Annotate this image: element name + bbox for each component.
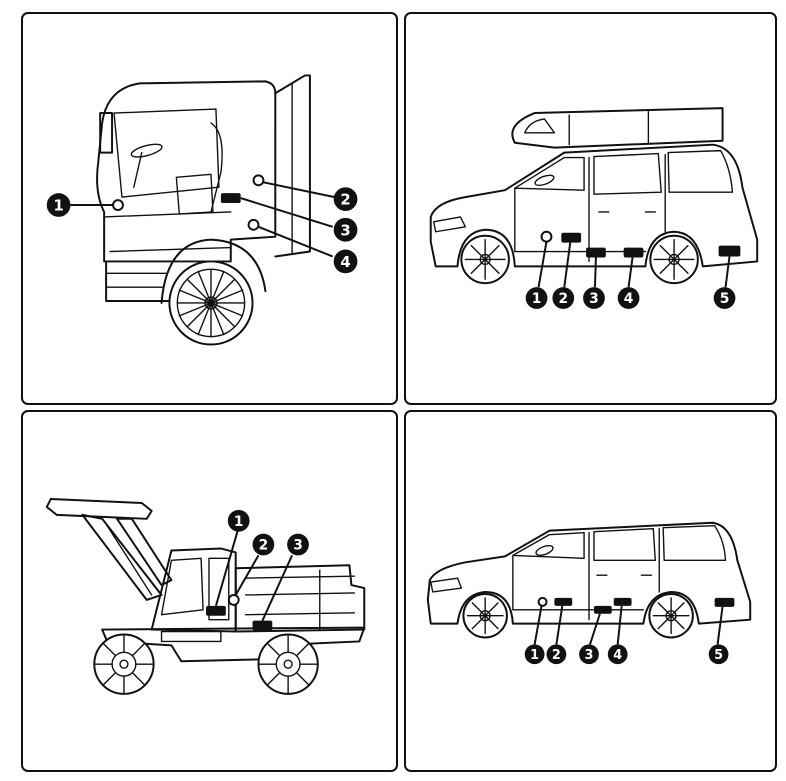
front-wheel xyxy=(462,592,508,639)
port-4-marker xyxy=(247,218,260,231)
panel-minivan: 1 2 3 4 5 xyxy=(404,410,777,772)
callout-badge: 1 xyxy=(524,644,545,665)
callout-badge: 2 xyxy=(333,187,358,211)
port-2-marker xyxy=(561,232,582,243)
callout-badge: 1 xyxy=(227,509,250,532)
svg-text:5: 5 xyxy=(720,291,730,307)
panel-wheel-loader: 1 2 3 xyxy=(21,410,398,772)
callout-badge: 3 xyxy=(579,644,599,665)
rear-wheel xyxy=(257,633,319,695)
rear-wheel xyxy=(648,592,694,639)
port-3-marker xyxy=(220,193,241,204)
port-3-marker xyxy=(593,605,612,614)
port-5-marker xyxy=(718,245,741,257)
front-wheel xyxy=(460,234,510,285)
port-2-marker xyxy=(252,174,265,187)
wheel-loader-illustration: 1 2 3 xyxy=(45,498,366,695)
callout-badge: 2 xyxy=(252,533,275,556)
svg-text:2: 2 xyxy=(552,648,561,663)
front-wheel xyxy=(93,633,155,695)
svg-text:3: 3 xyxy=(589,291,599,307)
minivan-roof-box-illustration: 1 2 3 4 5 xyxy=(429,107,759,309)
svg-text:3: 3 xyxy=(293,538,303,554)
svg-text:3: 3 xyxy=(340,222,350,239)
port-3-marker xyxy=(586,247,606,258)
port-4-marker xyxy=(623,247,644,258)
callout-badge: 3 xyxy=(583,287,605,309)
svg-text:1: 1 xyxy=(530,648,539,663)
port-5-marker xyxy=(714,597,735,607)
port-2-marker xyxy=(554,597,573,606)
callout-badge: 4 xyxy=(333,249,358,274)
callout-badge: 4 xyxy=(617,287,640,309)
port-1-marker xyxy=(537,596,548,607)
svg-text:3: 3 xyxy=(585,648,594,663)
port-1-marker xyxy=(112,199,124,211)
port-2-marker xyxy=(227,593,240,606)
port-1-marker xyxy=(540,230,553,243)
callout-badge: 1 xyxy=(525,287,548,309)
svg-text:4: 4 xyxy=(340,254,350,271)
rear-wheel xyxy=(649,234,699,285)
callout-badge: 5 xyxy=(708,644,729,665)
svg-text:4: 4 xyxy=(624,291,634,307)
callout-badge: 3 xyxy=(287,533,309,556)
callout-badge: 5 xyxy=(713,287,736,309)
callout-badge: 3 xyxy=(333,217,358,242)
port-4-marker xyxy=(613,597,632,606)
svg-text:4: 4 xyxy=(613,648,622,663)
svg-text:2: 2 xyxy=(340,192,350,209)
port-3-marker xyxy=(252,620,273,631)
callout-badge: 1 xyxy=(46,193,71,217)
port-1-marker xyxy=(206,605,226,616)
svg-text:1: 1 xyxy=(234,514,244,530)
svg-text:2: 2 xyxy=(259,538,269,554)
truck-cab-illustration: 1 2 3 4 xyxy=(46,74,358,346)
callout-badge: 4 xyxy=(607,644,628,665)
panel-truck-cab: 1 2 3 4 xyxy=(21,12,398,405)
svg-text:5: 5 xyxy=(714,648,723,663)
minivan-illustration: 1 2 3 4 5 xyxy=(426,521,752,665)
panel-minivan-roof-box: 1 2 3 4 5 xyxy=(404,12,777,405)
svg-text:1: 1 xyxy=(53,198,63,215)
callout-badge: 2 xyxy=(546,644,567,665)
svg-text:2: 2 xyxy=(558,291,568,307)
svg-text:1: 1 xyxy=(532,291,542,307)
callout-badge: 2 xyxy=(552,287,575,309)
